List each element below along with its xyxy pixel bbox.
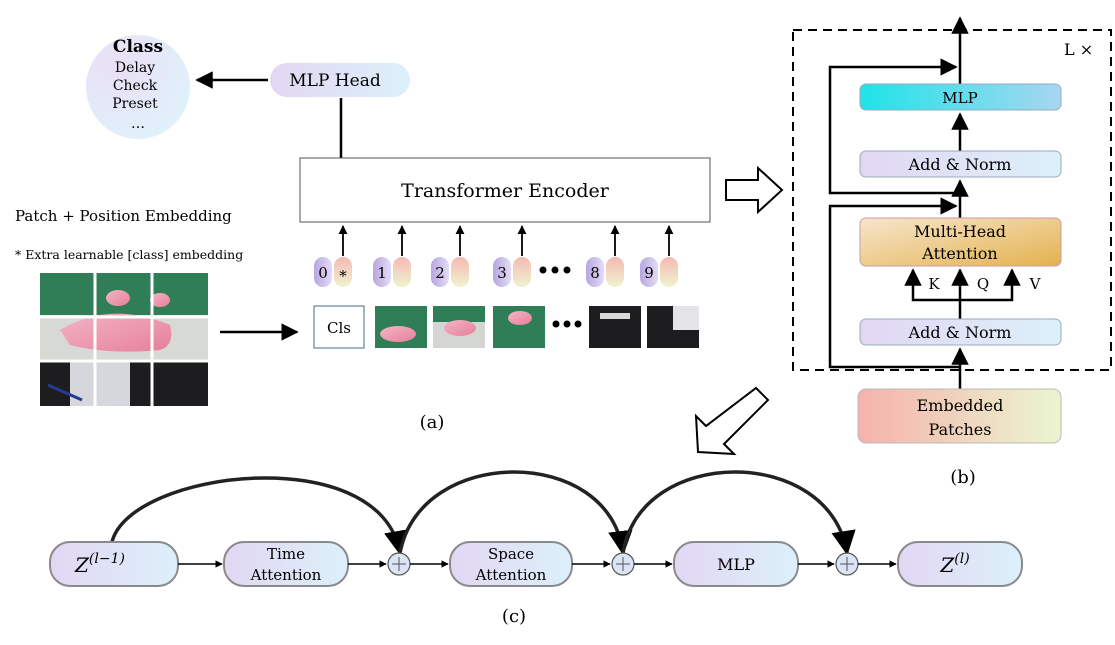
token-8-index: 8 — [590, 264, 600, 282]
embedding-title: Patch + Position Embedding — [15, 207, 232, 225]
token-9-index: 9 — [644, 264, 654, 282]
label-v: V — [1029, 275, 1042, 293]
token-2-index: 2 — [435, 264, 445, 282]
token-0-index: 0 — [318, 264, 328, 282]
caption-a: (a) — [420, 412, 445, 433]
embedded-patches: Embedded Patches — [857, 388, 1062, 444]
patch-8 — [589, 306, 641, 348]
cls-token-box: Cls — [313, 305, 365, 349]
space-attention: Space Attention — [449, 541, 573, 587]
svg-text:Z(l): Z(l) — [939, 551, 969, 577]
add-node-2 — [611, 552, 635, 576]
class-item-delay: Delay — [115, 60, 155, 76]
mlp-head: MLP Head — [270, 63, 410, 97]
token-up-arrows — [338, 225, 674, 256]
embedding-note: * Extra learnable [class] embedding — [15, 247, 243, 262]
add-node-1 — [387, 552, 411, 576]
token-1-index: 1 — [377, 264, 387, 282]
add-norm-bottom: Add & Norm — [859, 318, 1062, 346]
transformer-encoder-label: Transformer Encoder — [401, 180, 610, 202]
multi-head-attention: Multi-Head Attention — [859, 217, 1062, 267]
z-output-sup: (l) — [954, 551, 969, 567]
ellipsis-dots-bottom — [552, 320, 582, 328]
class-item-preset: Preset — [112, 96, 158, 112]
extra-marker: * — [339, 267, 347, 285]
time-line1: Time — [267, 545, 305, 563]
label-q: Q — [977, 275, 989, 293]
hollow-arrow-right — [725, 165, 784, 215]
caption-b: (b) — [950, 467, 976, 488]
attention-line2: Attention — [921, 244, 997, 263]
add-norm-top-label: Add & Norm — [908, 155, 1012, 174]
time-line2: Attention — [250, 566, 322, 584]
z-output-base: Z — [939, 553, 955, 577]
caption-c: (c) — [502, 606, 526, 627]
patch-2 — [433, 306, 485, 348]
patch-9 — [647, 306, 699, 348]
residual-connections — [828, 58, 960, 369]
class-title: Class — [113, 37, 163, 57]
z-output: Z(l) — [897, 541, 1023, 587]
label-k: K — [928, 275, 940, 293]
time-attention: Time Attention — [223, 541, 349, 587]
token-0: 0 * — [314, 257, 352, 287]
mlp-node-label: MLP — [717, 555, 755, 574]
class-output-circle: Class Delay Check Preset … — [86, 35, 190, 139]
add-node-3 — [835, 552, 859, 576]
token-9: 9 — [640, 257, 678, 287]
patch-1 — [375, 306, 427, 348]
repeat-label: L × — [1064, 40, 1093, 59]
patch-grid-image — [40, 273, 208, 406]
ellipsis-dots-top — [539, 266, 571, 274]
attention-line1: Multi-Head — [914, 222, 1006, 241]
add-norm-bottom-label: Add & Norm — [908, 323, 1012, 342]
embedded-line1: Embedded — [917, 396, 1004, 415]
skip-arcs — [110, 470, 856, 556]
class-item-check: Check — [113, 78, 158, 94]
token-2: 2 — [431, 257, 469, 287]
token-3-index: 3 — [497, 264, 507, 282]
class-item-more: … — [131, 116, 145, 132]
mlp-node: MLP — [673, 541, 799, 587]
space-line2: Attention — [475, 566, 547, 584]
z-input-base: Z — [74, 553, 90, 577]
image-patch-tokens — [375, 306, 699, 348]
space-line1: Space — [488, 545, 534, 563]
token-1: 1 — [373, 257, 411, 287]
embedded-line2: Patches — [929, 420, 992, 439]
cls-label: Cls — [327, 319, 351, 337]
hollow-arrow-down-left — [694, 386, 770, 456]
patch-3 — [493, 306, 545, 348]
z-input-sup: (l−1) — [89, 551, 125, 567]
token-8: 8 — [586, 257, 624, 287]
svg-text:Z(l−1): Z(l−1) — [74, 551, 125, 577]
mlp-block: MLP — [859, 83, 1062, 111]
mlp-block-label: MLP — [942, 89, 977, 107]
mlp-head-label: MLP Head — [289, 71, 381, 91]
add-norm-top: Add & Norm — [859, 150, 1062, 178]
token-3: 3 — [493, 257, 531, 287]
kqv-branches — [904, 268, 1021, 319]
z-input: Z(l−1) — [49, 541, 179, 587]
transformer-encoder: Transformer Encoder — [299, 157, 711, 223]
